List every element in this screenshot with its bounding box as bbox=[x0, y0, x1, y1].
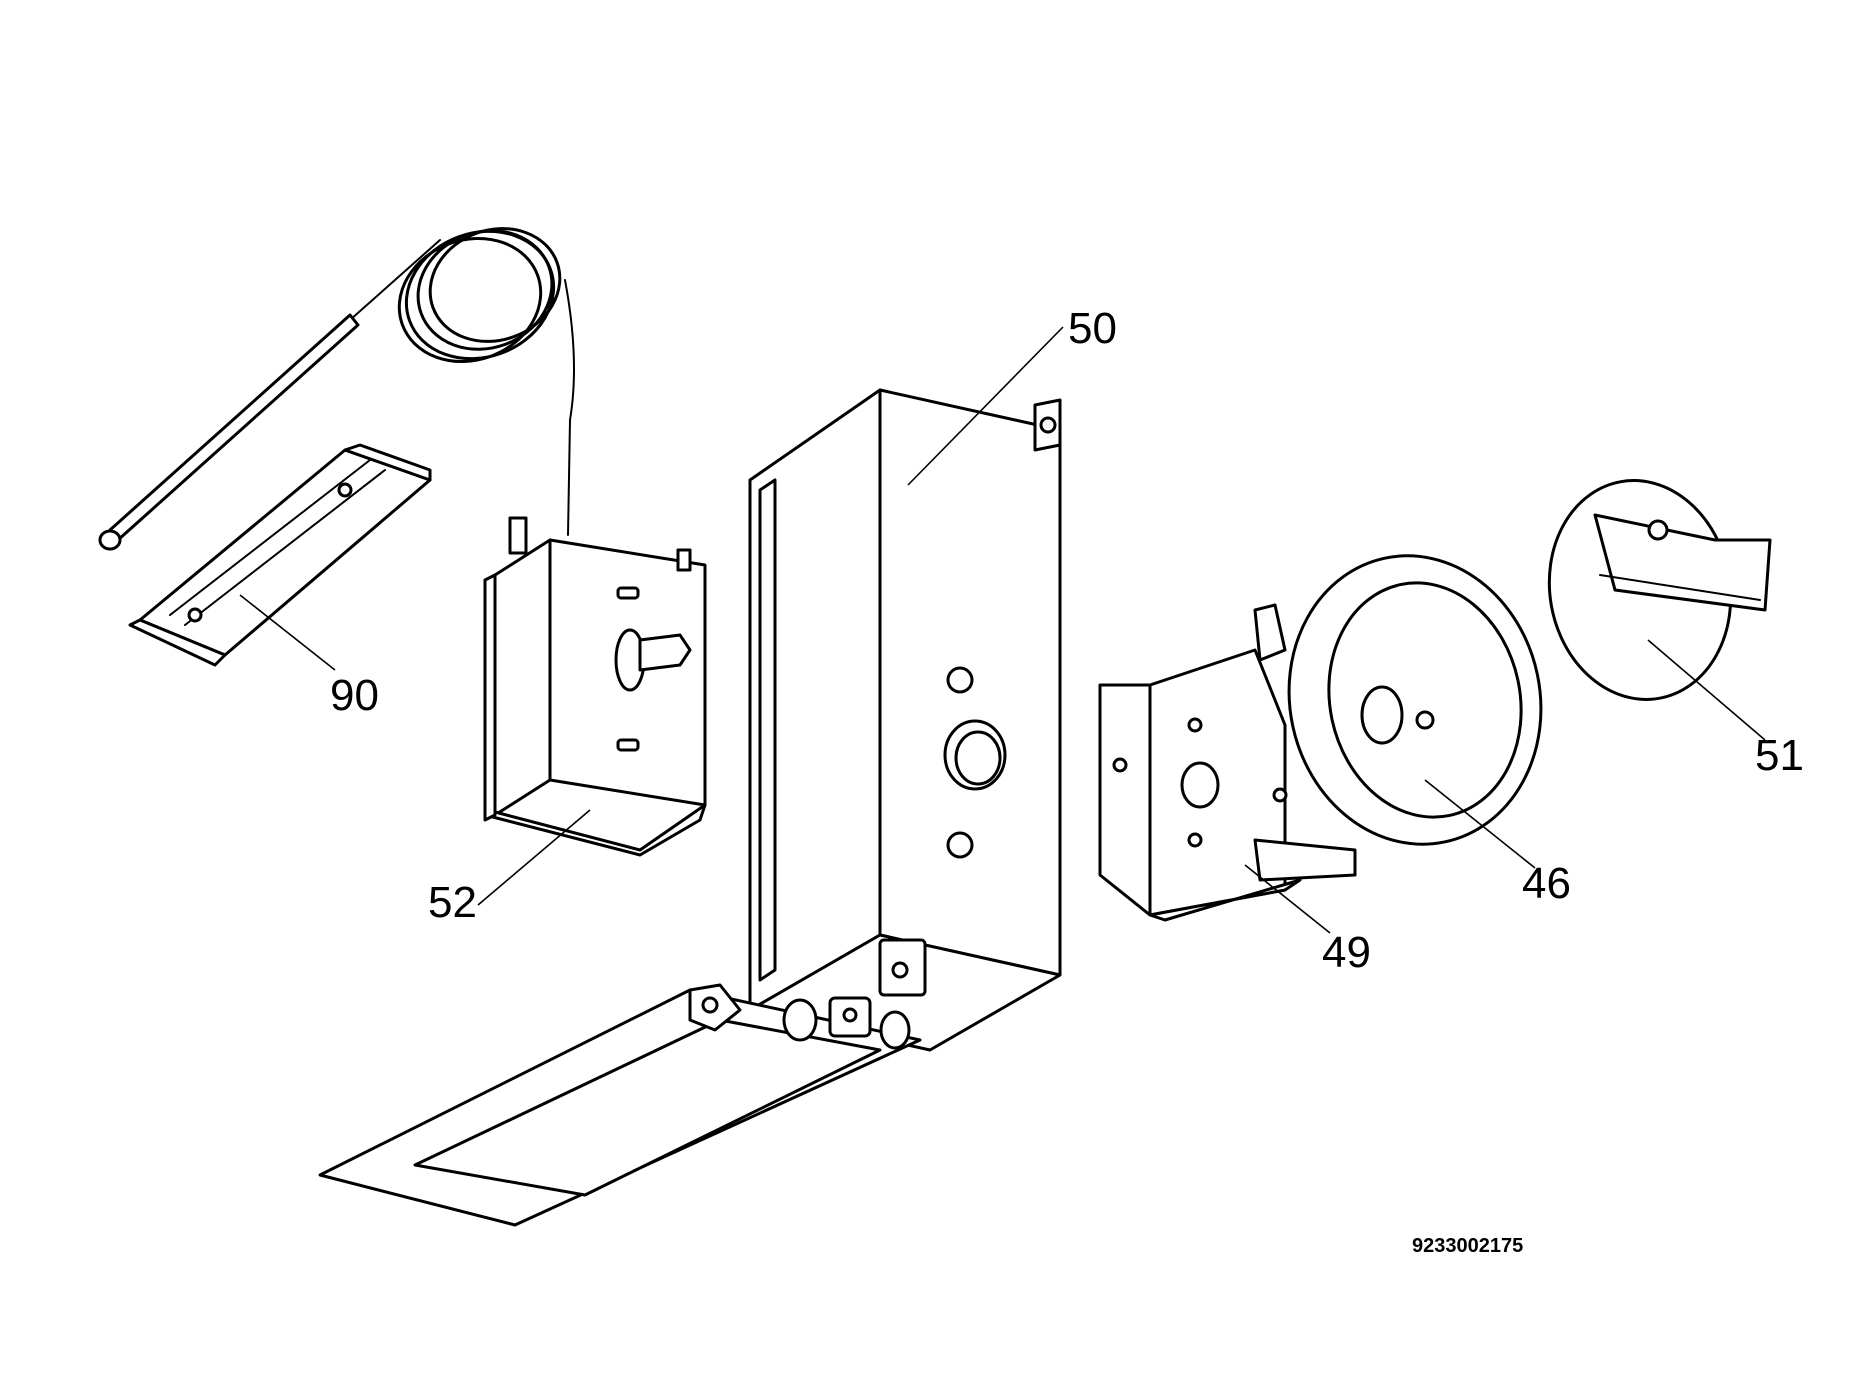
main-housing bbox=[748, 388, 1062, 1052]
thermostat-body bbox=[483, 516, 707, 857]
leader-lines bbox=[239, 326, 1766, 934]
callout-labels: 50 90 52 51 46 49 bbox=[330, 304, 1804, 977]
callout-90: 90 bbox=[330, 671, 379, 720]
dial-ring bbox=[1287, 554, 1543, 846]
bottom-bracket bbox=[318, 983, 922, 1227]
callout-50: 50 bbox=[1068, 304, 1117, 353]
switch-housing bbox=[1098, 603, 1357, 922]
control-knob bbox=[1547, 479, 1772, 701]
capillary-coil bbox=[98, 227, 575, 551]
callout-51: 51 bbox=[1755, 731, 1804, 780]
reference-code: 9233002175 bbox=[1412, 1235, 1523, 1257]
mounting-rail bbox=[128, 443, 432, 667]
callout-52: 52 bbox=[428, 878, 477, 927]
callout-49: 49 bbox=[1322, 928, 1371, 977]
callout-46: 46 bbox=[1522, 859, 1571, 908]
